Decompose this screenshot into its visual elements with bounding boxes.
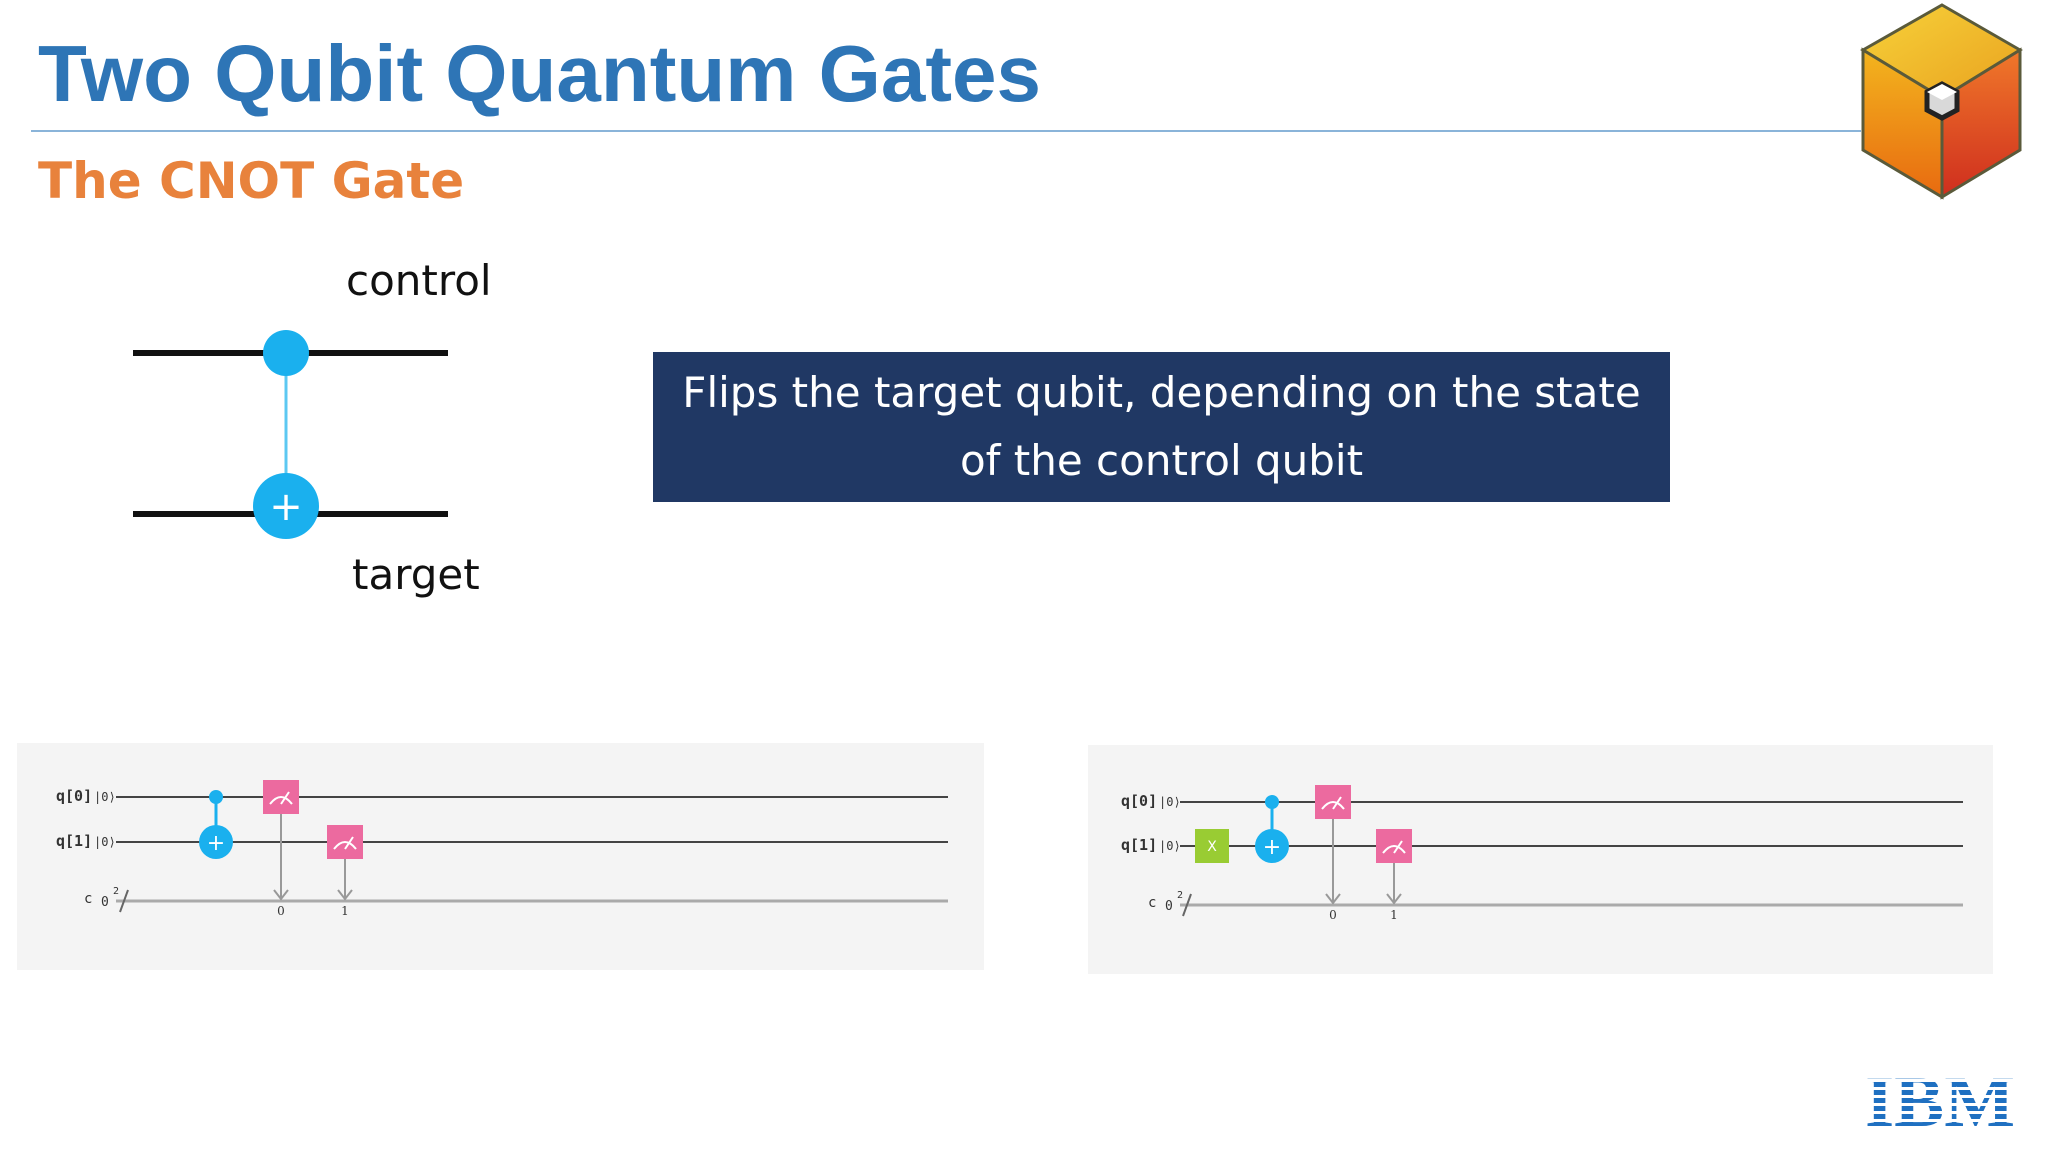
circuit-panel-left xyxy=(17,743,984,970)
description-box: Flips the target qubit, depending on the… xyxy=(653,352,1670,502)
target-label: target xyxy=(352,550,480,599)
circuit-panel-right xyxy=(1088,745,1993,974)
target-plus-circle xyxy=(253,473,319,539)
target-plus-symbol: + xyxy=(269,484,303,530)
control-dot xyxy=(263,330,309,376)
control-label: control xyxy=(346,256,492,305)
title-divider xyxy=(31,130,1861,132)
slide-title: Two Qubit Quantum Gates xyxy=(38,29,1041,118)
ibm-logo: IBM xyxy=(1865,1066,2015,1132)
ibm-logo-text: IBM xyxy=(1865,1066,2015,1132)
slide-subtitle: The CNOT Gate xyxy=(38,152,465,210)
description-text: Flips the target qubit, depending on the… xyxy=(682,368,1641,485)
